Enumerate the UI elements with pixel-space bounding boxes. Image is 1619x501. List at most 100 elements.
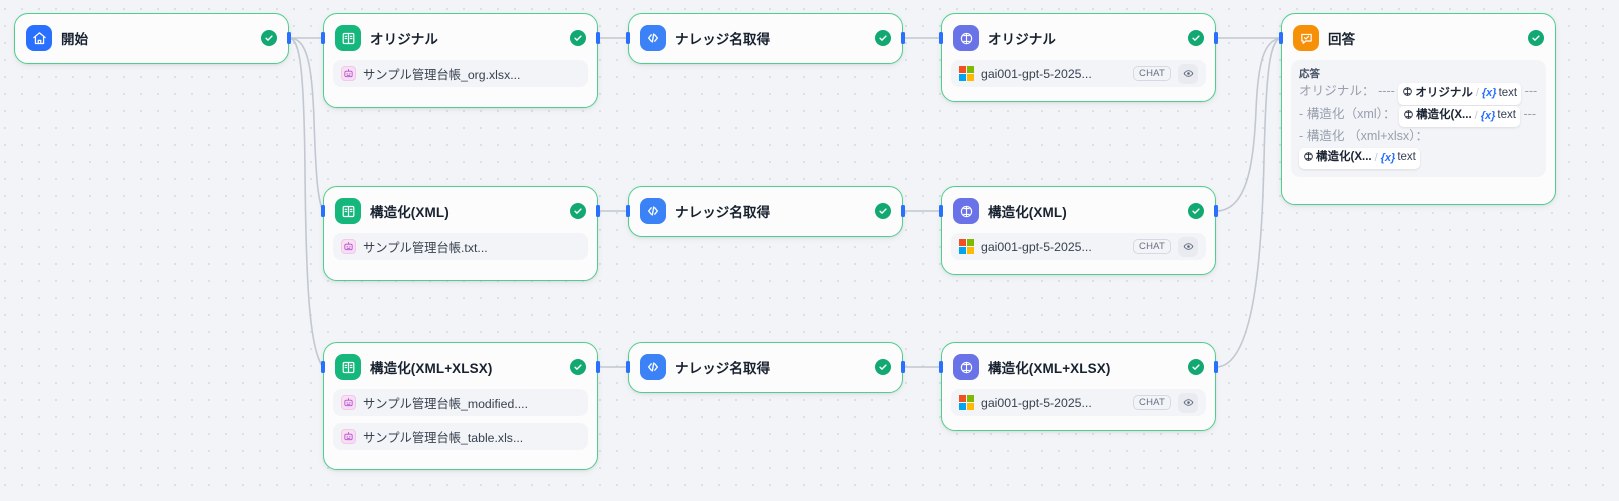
handle-code-3-out[interactable]	[901, 361, 905, 373]
status-badge-success	[570, 30, 586, 46]
handle-llm-xml-in[interactable]	[939, 205, 943, 217]
node-knowledge-xmlxlsx[interactable]: 構造化(XML+XLSX) サンプル管理台帳_modified.... サンプル…	[323, 342, 598, 470]
status-badge-success	[570, 203, 586, 219]
variable-field-name: text	[1397, 151, 1416, 164]
handle-start-out[interactable]	[287, 32, 291, 44]
node-llm-xml[interactable]: 構造化(XML) gai001-gpt-5-2025... CHAT	[941, 186, 1216, 275]
home-icon	[26, 25, 52, 51]
variable-field-name: text	[1497, 109, 1516, 122]
node-knowledge-xml[interactable]: 構造化(XML) サンプル管理台帳.txt...	[323, 186, 598, 281]
model-mode-tag: CHAT	[1133, 239, 1171, 254]
node-answer[interactable]: 回答 応答 オリジナル： ---- オリジナル / {x} text --	[1281, 13, 1556, 205]
node-llm-original-header: オリジナル	[951, 23, 1206, 53]
node-llm-original-title: オリジナル	[988, 32, 1056, 47]
handle-code-1-in[interactable]	[626, 32, 630, 44]
handle-llm-xmlxlsx-in[interactable]	[939, 361, 943, 373]
variable-type-prefix: {x}	[1480, 109, 1496, 122]
knowledge-retrieval-icon	[335, 25, 361, 51]
variable-separator: /	[1374, 151, 1378, 164]
code-icon	[640, 198, 666, 224]
answer-segment-1: オリジナル：	[1299, 84, 1375, 98]
microsoft-azure-icon	[959, 66, 974, 81]
handle-llm-xml-out[interactable]	[1214, 205, 1218, 217]
model-row[interactable]: gai001-gpt-5-2025... CHAT	[951, 233, 1206, 260]
node-start-header: 開始	[24, 23, 279, 53]
model-row[interactable]: gai001-gpt-5-2025... CHAT	[951, 389, 1206, 416]
edge-llm-xmlxlsx-to-answer	[1215, 37, 1282, 368]
handle-code-2-out[interactable]	[901, 205, 905, 217]
llm-icon	[1403, 107, 1414, 127]
microsoft-azure-icon	[959, 395, 974, 410]
node-code-1[interactable]: ナレッジ名取得	[628, 13, 903, 64]
variable-chip-xmlxlsx[interactable]: 構造化(X... / {x} text	[1299, 147, 1420, 170]
microsoft-azure-icon	[959, 239, 974, 254]
variable-node-name: 構造化(X...	[1416, 109, 1472, 122]
dataset-name: サンプル管理台帳.txt...	[363, 240, 488, 255]
handle-code-3-in[interactable]	[626, 361, 630, 373]
handle-kr-xmlxlsx-in[interactable]	[321, 361, 325, 373]
answer-body[interactable]: 応答 オリジナル： ---- オリジナル / {x} text ---- 構造化…	[1291, 60, 1546, 178]
node-code-2[interactable]: ナレッジ名取得	[628, 186, 903, 237]
answer-segment-3: ----	[1299, 84, 1538, 121]
variable-chip-original[interactable]: オリジナル / {x} text	[1398, 83, 1522, 105]
node-knowledge-xmlxlsx-title: 構造化(XML+XLSX)	[370, 361, 493, 376]
handle-kr-original-out[interactable]	[596, 32, 600, 44]
handle-llm-xmlxlsx-out[interactable]	[1214, 361, 1218, 373]
handle-answer-in[interactable]	[1279, 32, 1283, 44]
dataset-item[interactable]: サンプル管理台帳_org.xlsx...	[333, 60, 588, 87]
node-knowledge-original[interactable]: オリジナル サンプル管理台帳_org.xlsx...	[323, 13, 598, 108]
handle-llm-original-out[interactable]	[1214, 32, 1218, 44]
node-llm-xml-header: 構造化(XML)	[951, 196, 1206, 226]
llm-icon	[953, 354, 979, 380]
eye-icon[interactable]	[1178, 63, 1198, 84]
variable-node-name: オリジナル	[1415, 86, 1473, 99]
llm-icon	[1303, 149, 1314, 169]
node-llm-xmlxlsx[interactable]: 構造化(XML+XLSX) gai001-gpt-5-2025... CHAT	[941, 342, 1216, 431]
answer-icon	[1293, 25, 1319, 51]
eye-icon[interactable]	[1178, 236, 1198, 257]
handle-llm-original-in[interactable]	[939, 32, 943, 44]
edge-llm-xml-to-answer	[1215, 37, 1282, 212]
variable-type-prefix: {x}	[1380, 151, 1396, 164]
model-name: gai001-gpt-5-2025...	[981, 66, 1092, 81]
knowledge-base-icon	[341, 66, 356, 81]
handle-code-1-out[interactable]	[901, 32, 905, 44]
status-badge-success	[1188, 203, 1204, 219]
variable-chip-xml[interactable]: 構造化(X... / {x} text	[1399, 105, 1520, 128]
knowledge-base-icon	[341, 395, 356, 410]
dataset-item[interactable]: サンプル管理台帳_table.xls...	[333, 423, 588, 450]
node-llm-original[interactable]: オリジナル gai001-gpt-5-2025... CHAT	[941, 13, 1216, 102]
handle-kr-xmlxlsx-out[interactable]	[596, 361, 600, 373]
code-icon	[640, 354, 666, 380]
handle-kr-xml-in[interactable]	[321, 205, 325, 217]
model-name: gai001-gpt-5-2025...	[981, 395, 1092, 410]
answer-template: オリジナル： ---- オリジナル / {x} text ---- 構造化（xm…	[1299, 82, 1538, 170]
node-llm-xmlxlsx-header: 構造化(XML+XLSX)	[951, 352, 1206, 382]
node-code-3[interactable]: ナレッジ名取得	[628, 342, 903, 393]
dataset-item[interactable]: サンプル管理台帳_modified....	[333, 389, 588, 416]
edge-start-to-kr-xml	[288, 37, 324, 212]
dataset-item[interactable]: サンプル管理台帳.txt...	[333, 233, 588, 260]
node-answer-header: 回答	[1291, 23, 1546, 53]
handle-kr-original-in[interactable]	[321, 32, 325, 44]
knowledge-retrieval-icon	[335, 354, 361, 380]
node-code-3-header: ナレッジ名取得	[638, 352, 893, 382]
node-knowledge-original-title: オリジナル	[370, 32, 438, 47]
handle-code-2-in[interactable]	[626, 205, 630, 217]
handle-kr-xml-out[interactable]	[596, 205, 600, 217]
knowledge-retrieval-icon	[335, 198, 361, 224]
node-answer-title: 回答	[1328, 32, 1356, 47]
node-llm-xml-title: 構造化(XML)	[988, 205, 1067, 220]
answer-segment-4: 構造化（xml）：	[1306, 106, 1396, 121]
node-start[interactable]: 開始	[14, 13, 289, 64]
llm-icon	[953, 25, 979, 51]
model-mode-tag: CHAT	[1133, 66, 1171, 81]
eye-icon[interactable]	[1178, 392, 1198, 413]
edge-start-to-kr-xmlxlsx	[288, 37, 324, 368]
status-badge-success	[570, 359, 586, 375]
node-code-1-title: ナレッジ名取得	[675, 32, 771, 47]
node-code-3-title: ナレッジ名取得	[675, 361, 771, 376]
model-row[interactable]: gai001-gpt-5-2025... CHAT	[951, 60, 1206, 87]
node-code-2-title: ナレッジ名取得	[675, 205, 771, 220]
